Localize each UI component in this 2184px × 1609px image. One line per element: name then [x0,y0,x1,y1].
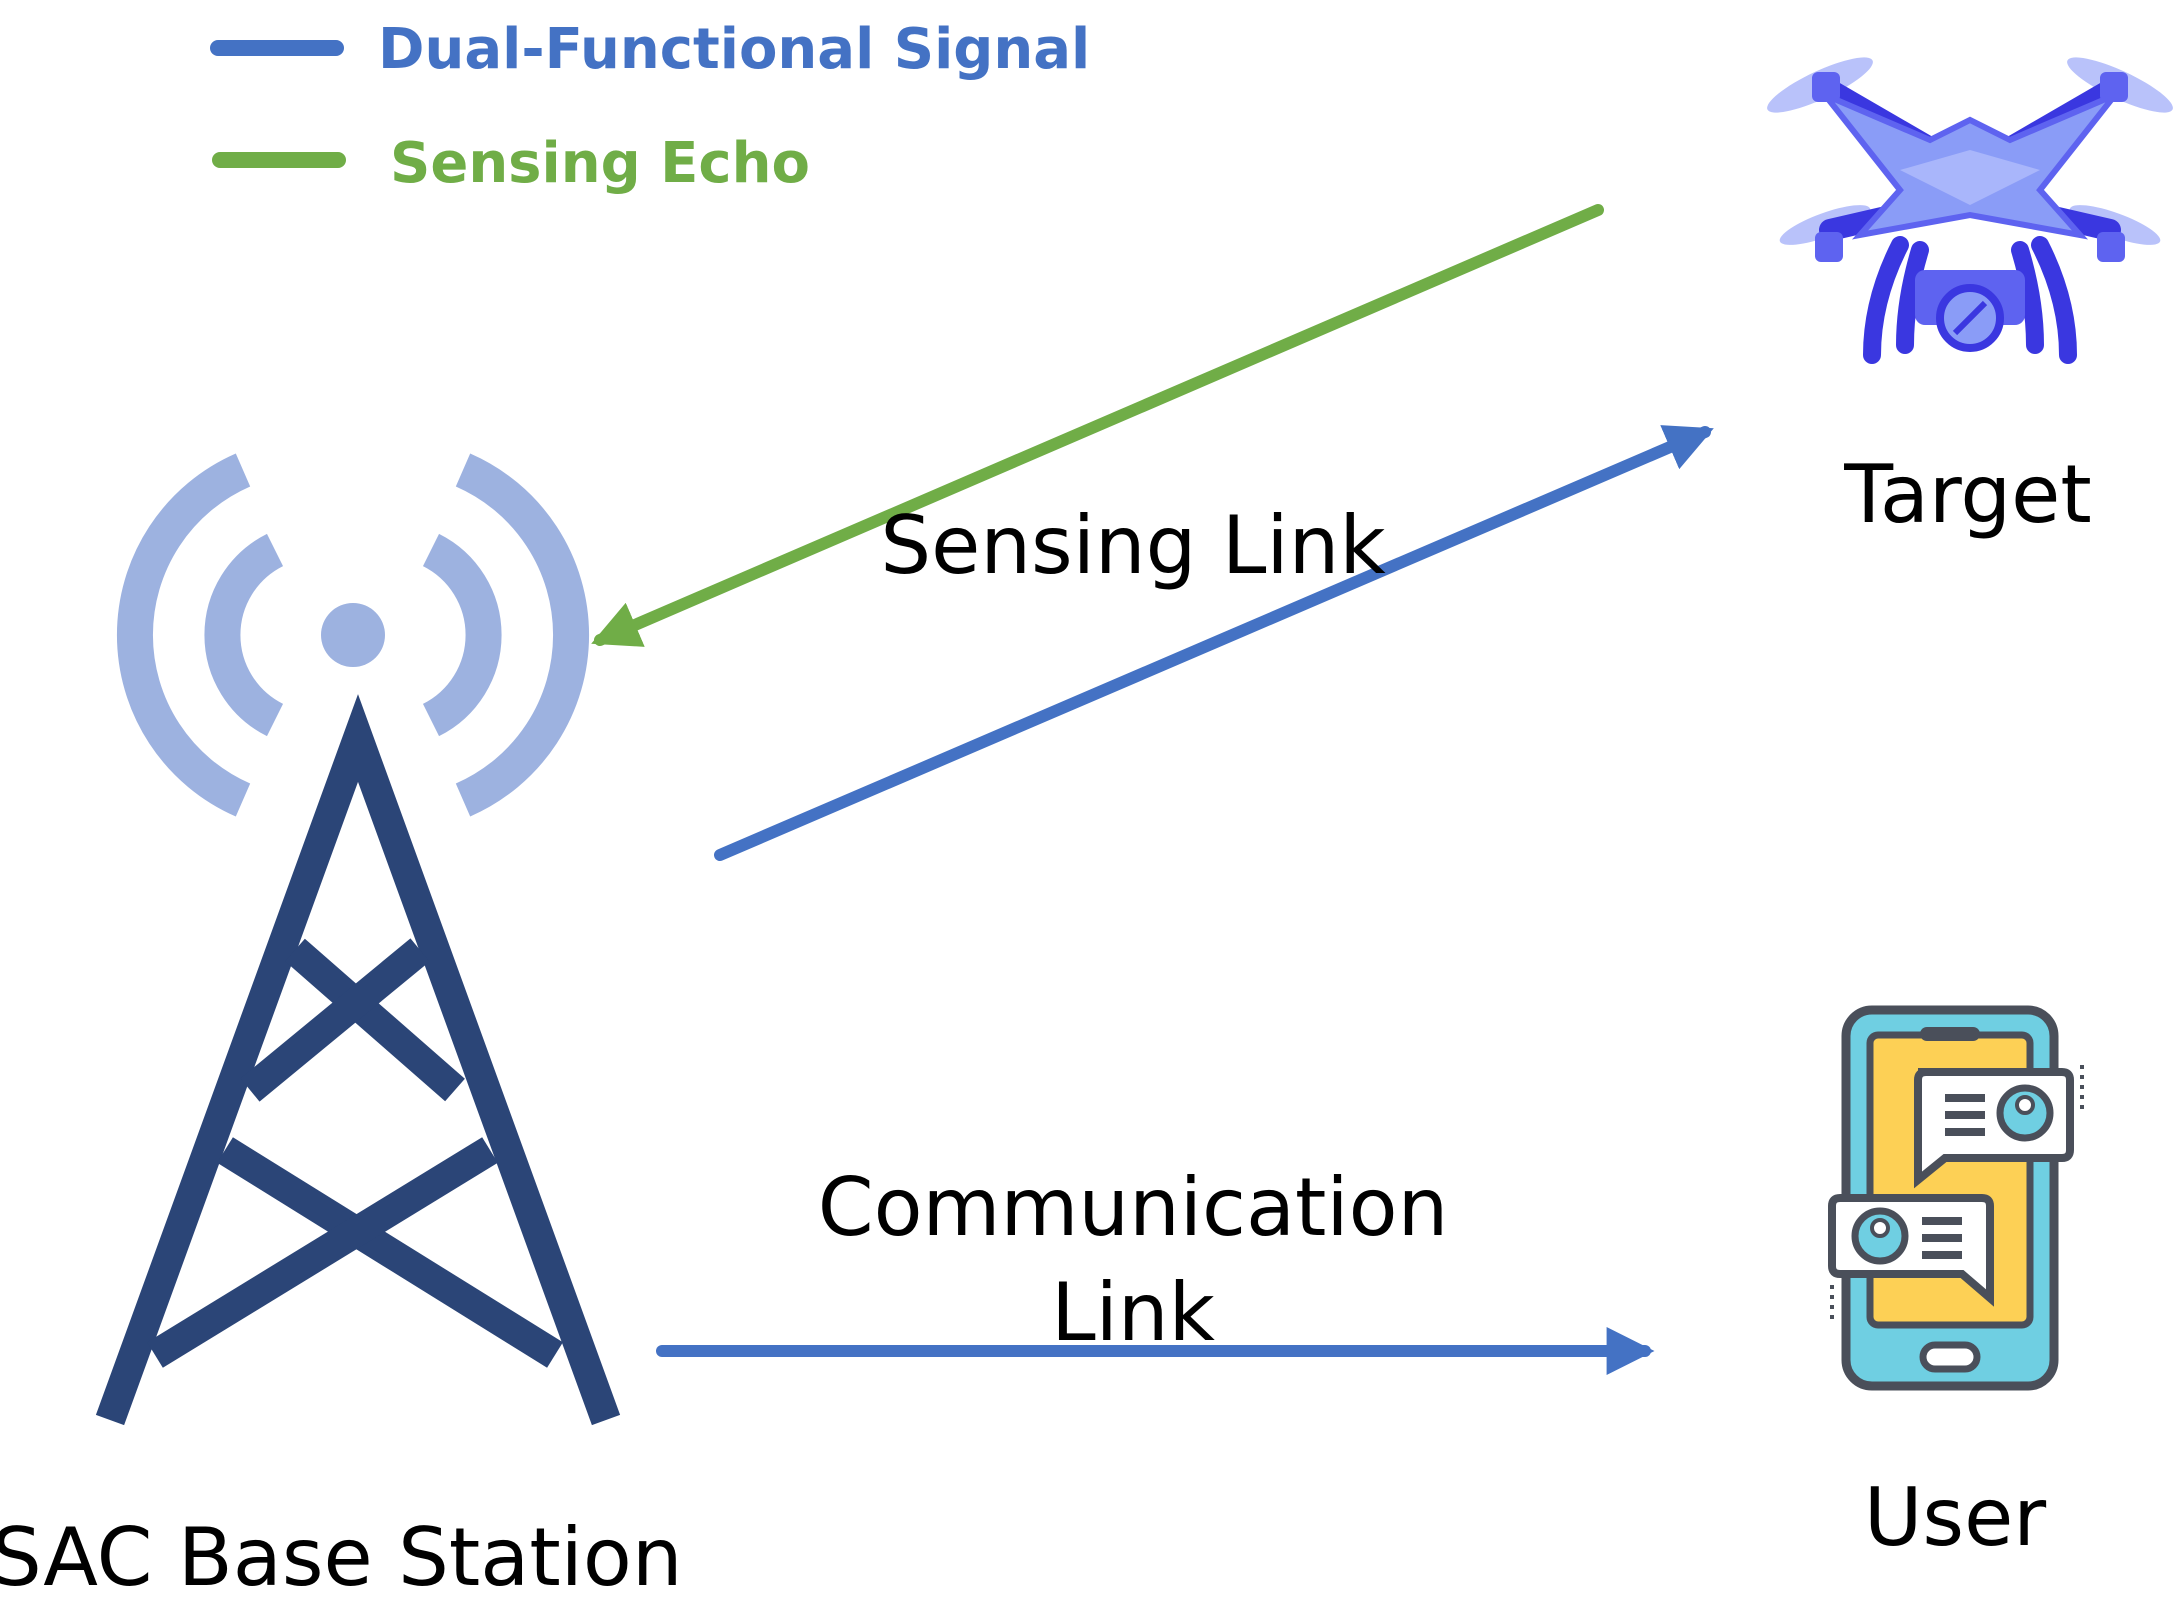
target-label: Target [1843,448,2092,541]
base-station-label: ISAC Base Station [0,1511,683,1604]
smartphone-chat-icon [1828,1005,2084,1391]
drone-icon [1767,57,2173,364]
communication-link-label-line2: Link [1051,1266,1216,1359]
sensing-signal-arrow [714,425,1714,861]
legend: Dual-Functional Signal Sensing Echo [210,17,1090,196]
legend-sensing-echo-label: Sensing Echo [390,131,810,196]
user-label: User [1864,1471,2046,1564]
cell-tower-icon [95,453,621,1426]
legend-dual-functional-label: Dual-Functional Signal [378,17,1090,82]
sensing-echo-arrow [591,204,1604,647]
communication-link-label-line1: Communication [818,1161,1449,1254]
sensing-link-label: Sensing Link [880,499,1386,592]
